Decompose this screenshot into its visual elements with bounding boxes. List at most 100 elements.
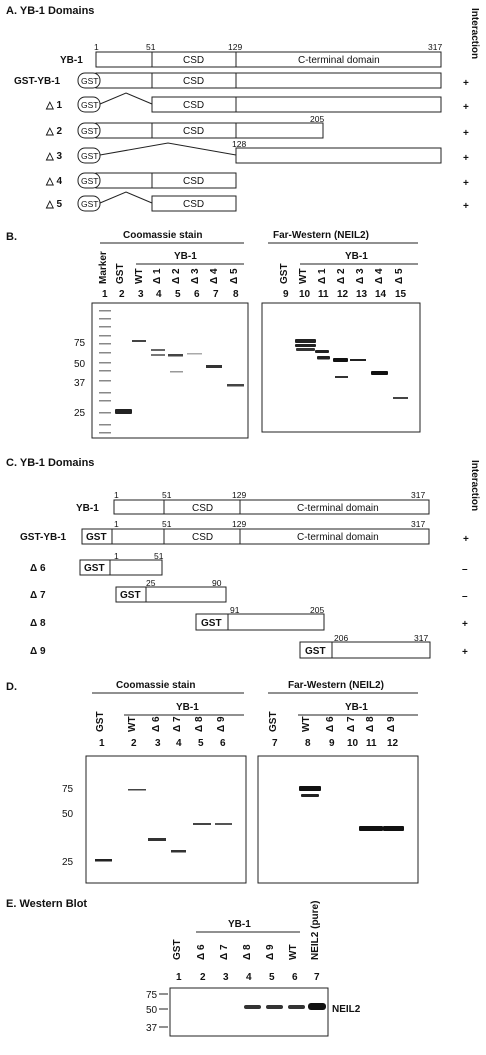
c-gst-num-129: 129 bbox=[232, 519, 246, 529]
d-left-lane-number: 5 bbox=[198, 738, 204, 749]
panel-b-title: B. bbox=[6, 231, 17, 243]
d-fw-band-d9 bbox=[383, 826, 404, 831]
e-lane-name: Δ 7 bbox=[219, 944, 230, 960]
d-band-wt bbox=[128, 789, 146, 791]
e-mw-75: 75 bbox=[146, 990, 158, 1001]
c-yb1-bar bbox=[113, 499, 430, 515]
e-band-wt bbox=[288, 1005, 305, 1009]
e-mw-37: 37 bbox=[146, 1023, 158, 1034]
d-right-lane-name: GST bbox=[268, 711, 279, 732]
d-left-lane-name: WT bbox=[127, 716, 138, 732]
c-interaction-d6: – bbox=[462, 564, 468, 575]
e-lane-number: 3 bbox=[223, 972, 229, 983]
b-band-gst bbox=[115, 409, 132, 414]
d-band-gst bbox=[95, 859, 112, 862]
c-gst-num-1: 1 bbox=[114, 519, 119, 529]
d-farwestern-bands bbox=[299, 786, 404, 831]
b-right-lane-name: WT bbox=[298, 268, 309, 284]
panel-d-title: D. bbox=[6, 681, 17, 693]
d-coomassie-bands bbox=[95, 789, 232, 862]
d-left-lane-name: Δ 7 bbox=[172, 716, 183, 732]
a-d5-bar bbox=[151, 195, 237, 212]
b-right-lane-name: Δ 5 bbox=[394, 268, 405, 284]
panel-a-interaction-header: Interaction bbox=[469, 8, 480, 59]
b-band-d5 bbox=[227, 384, 244, 387]
a-row-label-gst-yb1: GST-YB-1 bbox=[14, 76, 61, 87]
panel-c-title: C. YB-1 Domains bbox=[6, 457, 94, 469]
d-band-d8 bbox=[193, 823, 211, 825]
b-right-lane-number: 15 bbox=[395, 289, 407, 300]
b-left-lane-name: Δ 2 bbox=[171, 268, 182, 284]
a-d2-gst bbox=[77, 122, 101, 139]
b-right-lane-name: Δ 3 bbox=[355, 268, 366, 284]
c-d7-bar bbox=[145, 586, 227, 603]
a-d3-gst-label: GST bbox=[81, 151, 98, 161]
d-coomassie-blot bbox=[85, 755, 247, 884]
e-lane-number: 7 bbox=[314, 972, 320, 983]
b-left-lane-number: 4 bbox=[156, 289, 162, 300]
e-lane-number: 1 bbox=[176, 972, 182, 983]
e-lane-name: Δ 6 bbox=[196, 944, 207, 960]
b-left-lane-name: GST bbox=[115, 263, 126, 284]
e-lane-name: WT bbox=[288, 944, 299, 960]
a-d4-gst-label: GST bbox=[81, 176, 98, 186]
b-right-lane-number: 13 bbox=[356, 289, 368, 300]
e-lane-name: GST bbox=[172, 939, 183, 960]
d-left-lane-number: 2 bbox=[131, 738, 137, 749]
b-band-d1-a bbox=[151, 349, 165, 351]
a-num-51: 51 bbox=[146, 42, 156, 52]
d-coomassie-label: Coomassie stain bbox=[116, 680, 195, 691]
d-left-lane-number: 1 bbox=[99, 738, 105, 749]
b-fw-band-d1-b bbox=[317, 356, 330, 360]
panel-c: C. YB-1 Domains Interaction 1 51 129 317… bbox=[6, 457, 480, 659]
c-gst-num-317: 317 bbox=[411, 519, 425, 529]
e-band-label-neil2: NEIL2 bbox=[332, 1004, 361, 1015]
d-right-lane-number: 12 bbox=[387, 738, 399, 749]
b-fw-band-d2-a bbox=[333, 358, 348, 362]
a-interaction-d1: + bbox=[463, 102, 469, 113]
b-left-lane-number: 3 bbox=[138, 289, 144, 300]
b-left-lane-number: 2 bbox=[119, 289, 125, 300]
a-num-1: 1 bbox=[94, 42, 99, 52]
b-mw-25: 25 bbox=[74, 408, 86, 419]
a-d2-csd: CSD bbox=[183, 126, 204, 137]
d-mw-50: 50 bbox=[62, 809, 74, 820]
c-yb1-csd: CSD bbox=[192, 503, 213, 514]
b-left-lane-name: Δ 5 bbox=[229, 268, 240, 284]
e-band-neil2 bbox=[308, 1003, 326, 1010]
c-row-label-gst-yb1: GST-YB-1 bbox=[20, 532, 67, 543]
a-d5-gst bbox=[77, 195, 101, 212]
b-left-lane-name: Δ 3 bbox=[190, 268, 201, 284]
a-interaction-d4: + bbox=[463, 178, 469, 189]
b-mw-75: 75 bbox=[74, 338, 86, 349]
e-western-blot bbox=[169, 987, 329, 1037]
d-left-lane-name: Δ 6 bbox=[151, 716, 162, 732]
e-yb1: YB-1 bbox=[228, 919, 251, 930]
d-right-lane-name: Δ 8 bbox=[365, 716, 376, 732]
c-d7-num-90: 90 bbox=[212, 578, 222, 588]
b-right-yb1: YB-1 bbox=[345, 251, 368, 262]
a-num-317: 317 bbox=[428, 42, 442, 52]
c-row-label-d8: Δ 8 bbox=[30, 618, 46, 629]
b-mw-50: 50 bbox=[74, 359, 86, 370]
c-interaction-d8: + bbox=[462, 619, 468, 630]
b-right-lane-number: 9 bbox=[283, 289, 289, 300]
b-fw-band-d4 bbox=[371, 371, 388, 375]
a-d1-gst-label: GST bbox=[81, 100, 98, 110]
c-d8-bar bbox=[227, 613, 325, 631]
d-fw-band-wt-b bbox=[301, 794, 319, 797]
c-d6-gst-label: GST bbox=[84, 563, 105, 574]
a-yb1-cterm: C-terminal domain bbox=[298, 55, 380, 66]
c-gst-yb1-bar bbox=[111, 528, 430, 545]
b-farwestern-label: Far-Western (NEIL2) bbox=[273, 230, 369, 241]
d-mw-25: 25 bbox=[62, 857, 74, 868]
a-row-label-d4: △ 4 bbox=[45, 176, 62, 187]
e-lane-name: Δ 8 bbox=[242, 944, 253, 960]
a-d3-gst bbox=[77, 147, 101, 164]
b-fw-band-wt-c bbox=[296, 348, 315, 351]
panel-a: A. YB-1 Domains Interaction 1 51 129 317… bbox=[6, 5, 480, 212]
c-interaction-d9: + bbox=[462, 647, 468, 658]
